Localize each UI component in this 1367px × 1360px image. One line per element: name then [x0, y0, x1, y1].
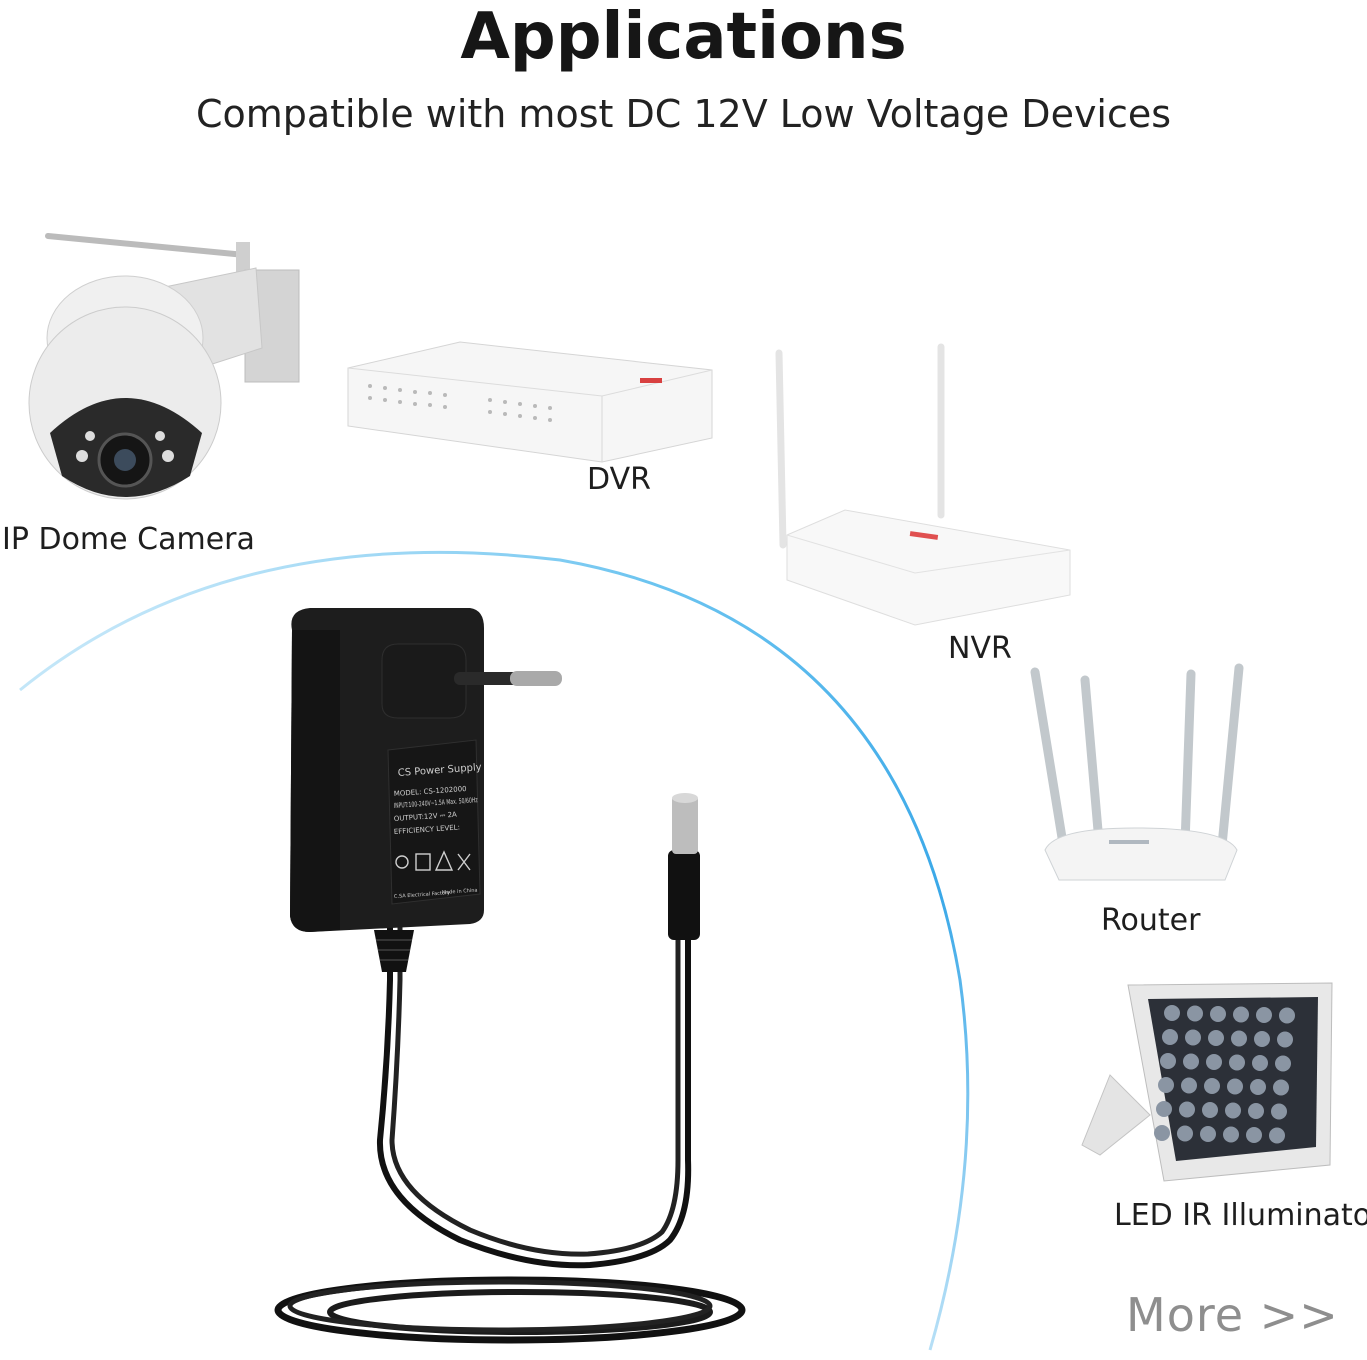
led-bulb [1252, 1055, 1268, 1071]
led-bulb [1202, 1102, 1218, 1118]
led-bulb [1279, 1007, 1295, 1024]
device-label-router: Router [1101, 903, 1201, 938]
page-title: Applications [460, 0, 907, 74]
led-bulb [1271, 1103, 1287, 1120]
certification-marks-icon [395, 850, 471, 871]
led-bulb [1256, 1007, 1272, 1023]
dvr-icon [347, 341, 713, 463]
led-bulb [1223, 1126, 1239, 1143]
ip-dome-camera-icon [28, 233, 300, 500]
led-bulb [1277, 1031, 1293, 1048]
led-bulb [1179, 1101, 1195, 1118]
led-bulb [1187, 1005, 1203, 1022]
led-bulb [1206, 1054, 1222, 1070]
led-bulb [1225, 1102, 1241, 1119]
led-bulb [1231, 1030, 1247, 1047]
led-bulb [1156, 1101, 1172, 1117]
led-bulb [1160, 1053, 1176, 1069]
led-bulb [1183, 1053, 1199, 1070]
led-bulb [1158, 1077, 1174, 1093]
led-bulb [1208, 1030, 1224, 1046]
device-label-ip-dome-camera: IP Dome Camera [2, 522, 255, 557]
led-bulb [1229, 1054, 1245, 1071]
device-label-dvr: DVR [587, 462, 651, 497]
led-bulb [1269, 1127, 1285, 1144]
led-bulb [1227, 1078, 1243, 1095]
led-bulb [1181, 1077, 1197, 1094]
device-label-led-ir-illuminator: LED IR Illuminator [1114, 1198, 1367, 1233]
page-subtitle: Compatible with most DC 12V Low Voltage … [195, 92, 1172, 136]
led-ir-illuminator-icon [1081, 982, 1333, 1182]
led-bulb [1254, 1031, 1270, 1047]
led-bulb [1246, 1127, 1262, 1143]
led-bulb [1154, 1125, 1170, 1141]
led-bulb [1200, 1126, 1216, 1142]
adapter-label-factory: C.SA Electrical Factory [394, 890, 451, 900]
device-label-nvr: NVR [948, 631, 1012, 666]
led-bulb [1273, 1079, 1289, 1096]
more-link[interactable]: More >> [1126, 1288, 1339, 1342]
nvr-icon [775, 343, 1071, 626]
led-bulb [1210, 1006, 1226, 1022]
led-bulb [1164, 1005, 1180, 1021]
led-bulb [1204, 1078, 1220, 1094]
led-bulb [1248, 1103, 1264, 1119]
adapter-label-origin: Made in China [442, 888, 478, 896]
led-bulb [1177, 1125, 1193, 1142]
router-icon [1030, 663, 1244, 881]
led-bulb [1250, 1079, 1266, 1095]
led-bulb [1233, 1006, 1249, 1023]
led-bulb [1275, 1055, 1291, 1072]
led-bulb [1162, 1029, 1178, 1045]
power-adapter-image: CS Power Supply MODEL: CS-1202000 INPUT:… [274, 608, 746, 1344]
led-bulb [1185, 1029, 1201, 1046]
